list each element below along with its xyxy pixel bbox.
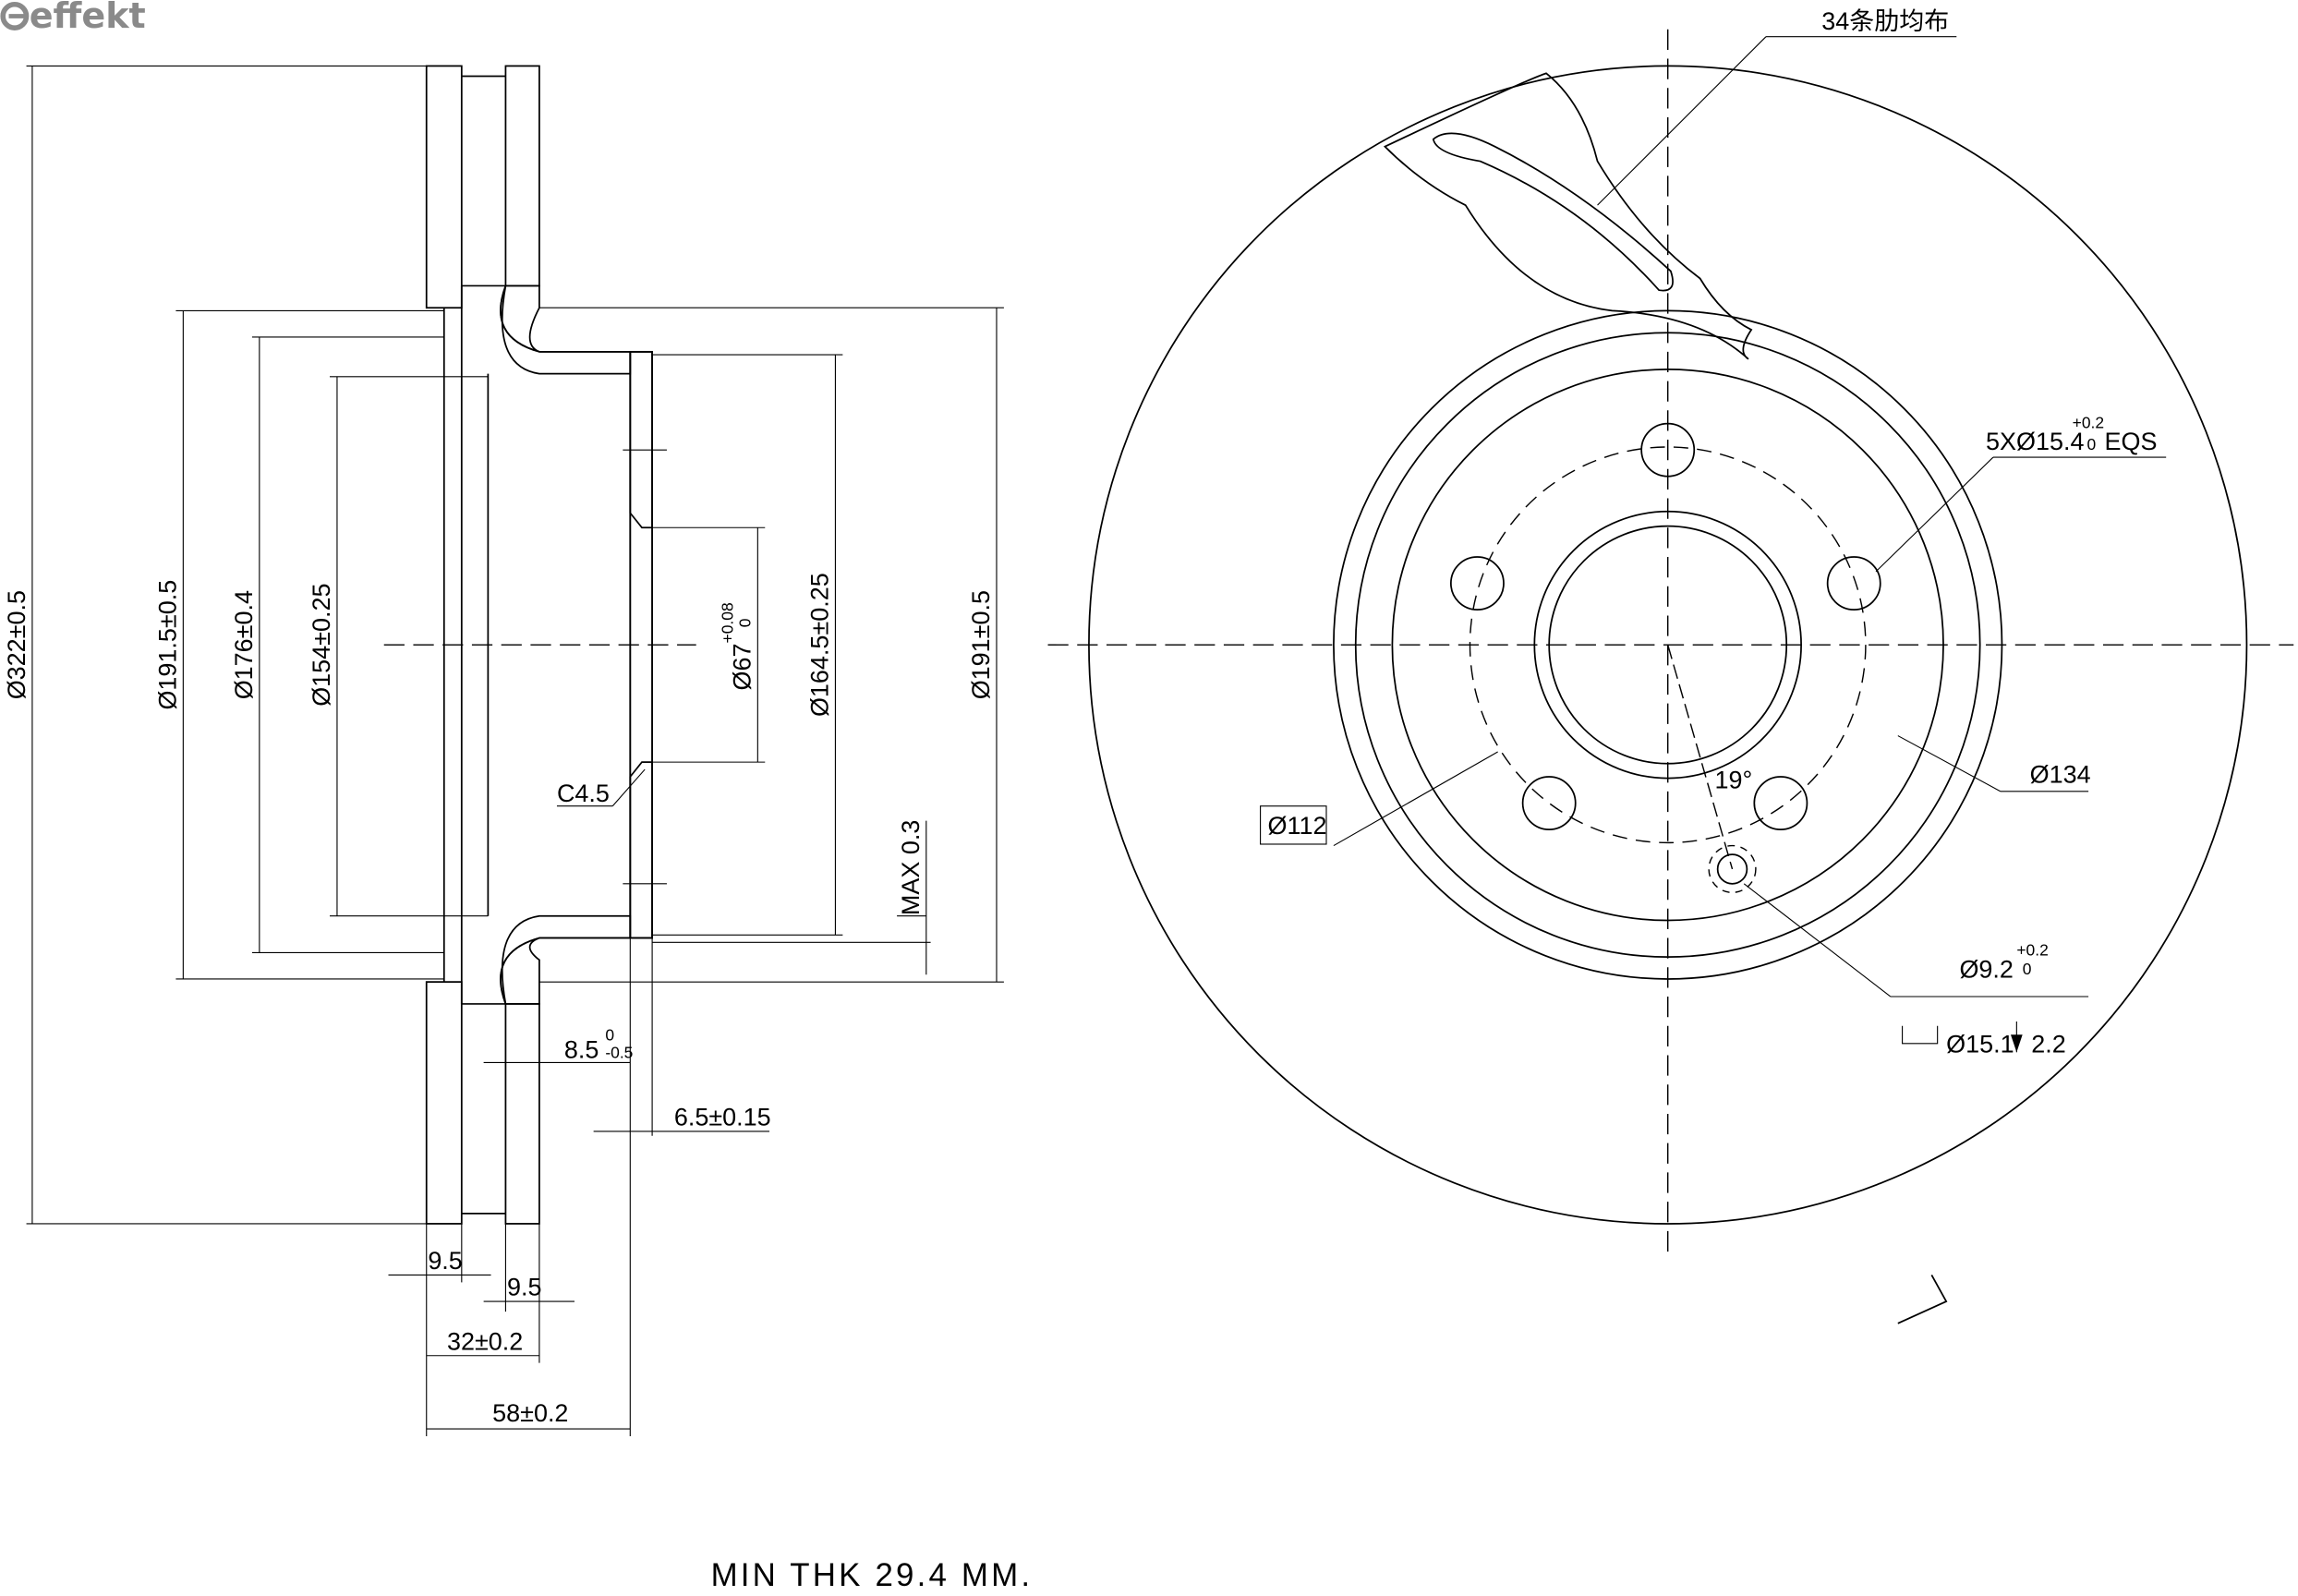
- chamfer-label: C4.5: [557, 780, 610, 807]
- dim-32: 32±0.2: [447, 1327, 523, 1355]
- front-view: 34条肋均布 5XØ15.4 +0.2 0 EQS Ø134 Ø112 19° …: [1047, 7, 2294, 1324]
- bolt-holes-eqs: EQS: [2105, 428, 2158, 455]
- dim-134: Ø134: [2030, 760, 2091, 788]
- dim-9-2: Ø9.2: [1959, 955, 2013, 983]
- dim-58: 58±0.2: [492, 1399, 568, 1427]
- dim-191-5: Ø191.5±0.5: [153, 580, 181, 710]
- bolt-holes-tol-lower: 0: [2087, 435, 2097, 453]
- min-thickness-note: MIN THK 29.4 MM.: [711, 1557, 1034, 1593]
- dim-322: Ø322±0.5: [3, 590, 30, 699]
- counterbore-depth: 2.2: [2031, 1030, 2066, 1058]
- dim-112: Ø112: [1268, 812, 1327, 840]
- bolt-holes-tol-upper: +0.2: [2073, 413, 2104, 431]
- dim-176: Ø176±0.4: [230, 590, 258, 699]
- dim-8-5-tol-lower: -0.5: [605, 1044, 633, 1062]
- dim-8-5: 8.5: [564, 1036, 599, 1064]
- logo-text: effekt: [30, 0, 146, 36]
- effekt-logo: effekt: [0, 0, 146, 36]
- dim-9-5-a: 9.5: [428, 1247, 463, 1275]
- dim-154: Ø154±0.25: [308, 584, 335, 707]
- dim-191: Ø191±0.5: [967, 590, 995, 699]
- dim-9-2-tol-lower: 0: [2023, 960, 2032, 978]
- side-section-view: Ø322±0.5 Ø191.5±0.5 Ø176±0.4 Ø154±0.25 Ø…: [3, 65, 1004, 1437]
- dim-6-5: 6.5±0.15: [674, 1104, 771, 1131]
- ribs-note: 34条肋均布: [1821, 7, 1949, 35]
- dim-164-5: Ø164.5±0.25: [806, 573, 834, 717]
- counterbore-label: Ø15.1: [1946, 1030, 2014, 1058]
- runout-label: MAX 0.3: [897, 820, 925, 915]
- dim-9-2-tol-upper: +0.2: [2016, 941, 2048, 960]
- dim-67-tol-lower: 0: [735, 618, 754, 627]
- angle-19: 19°: [1714, 767, 1752, 794]
- dim-9-5-b: 9.5: [507, 1274, 542, 1301]
- dim-67-tol-upper: +0.08: [718, 602, 736, 643]
- dim-8-5-tol-upper: 0: [605, 1026, 614, 1045]
- dim-67: Ø67: [728, 643, 756, 690]
- bolt-holes-label: 5XØ15.4: [1986, 428, 2084, 455]
- bolt-holes: [1449, 422, 1881, 894]
